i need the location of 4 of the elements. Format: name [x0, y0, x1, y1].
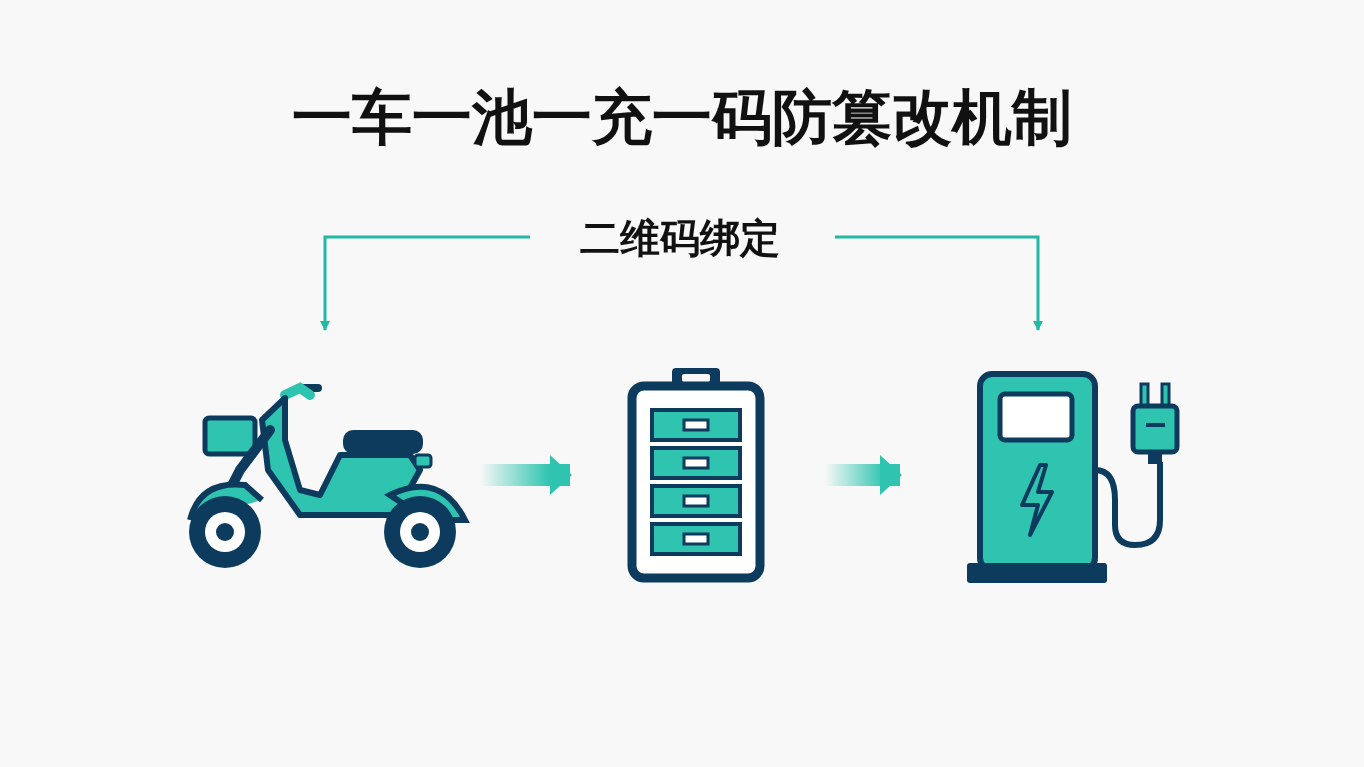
title: 一车一池一充一码防篡改机制	[291, 81, 1073, 154]
label-text: 二维码绑定	[580, 213, 780, 263]
arrow	[320, 235, 530, 331]
arrow	[835, 235, 1043, 331]
